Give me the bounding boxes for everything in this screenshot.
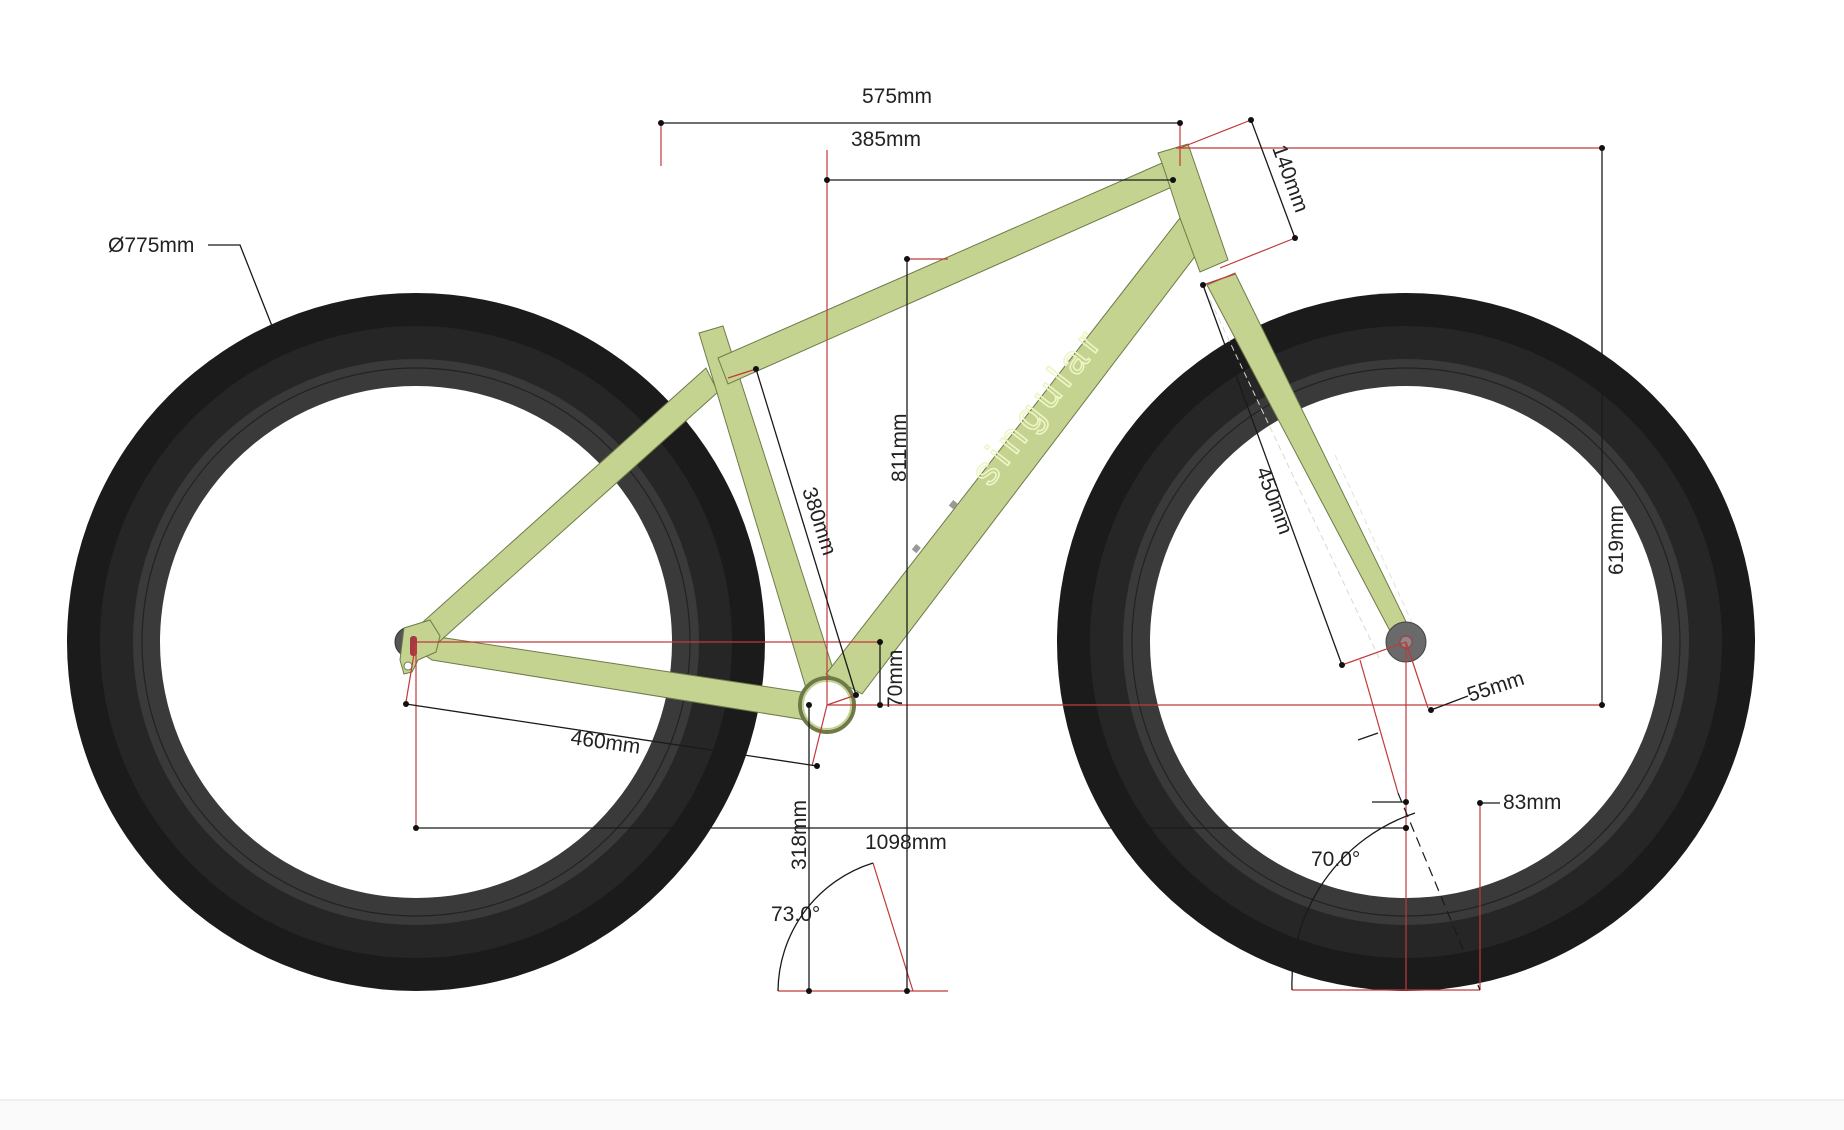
head-tube-angle-label: 70.0° [1311, 848, 1360, 871]
reach-total-label: 575mm [862, 85, 932, 108]
front-stack-label: 619mm [1605, 505, 1628, 575]
wheel-diameter-label: Ø775mm [108, 234, 194, 257]
head-tube [1157, 143, 1229, 273]
brand-logo: singular [962, 318, 1112, 493]
stack-label: 811mm [888, 414, 911, 482]
bb-drop-label: 70mm [884, 650, 907, 708]
bb-height-label: 318mm [788, 800, 811, 870]
seat-tube-length-label: 380mm [797, 484, 841, 558]
seat-tube-angle-label: 73.0° [771, 903, 820, 926]
head-tube-length-label: 140mm [1267, 142, 1313, 216]
fork-axis-guides [1209, 299, 1421, 661]
dimension-lines [208, 117, 1605, 994]
wheelbase-label: 1098mm [865, 831, 947, 854]
trail-label: 83mm [1503, 791, 1561, 814]
reference-lines [405, 119, 1602, 992]
top-tube-reach-label: 385mm [851, 128, 921, 151]
rear-dropout [399, 619, 441, 675]
page-footer-band [0, 1099, 1844, 1130]
bike-frame: singular [394, 143, 1427, 734]
